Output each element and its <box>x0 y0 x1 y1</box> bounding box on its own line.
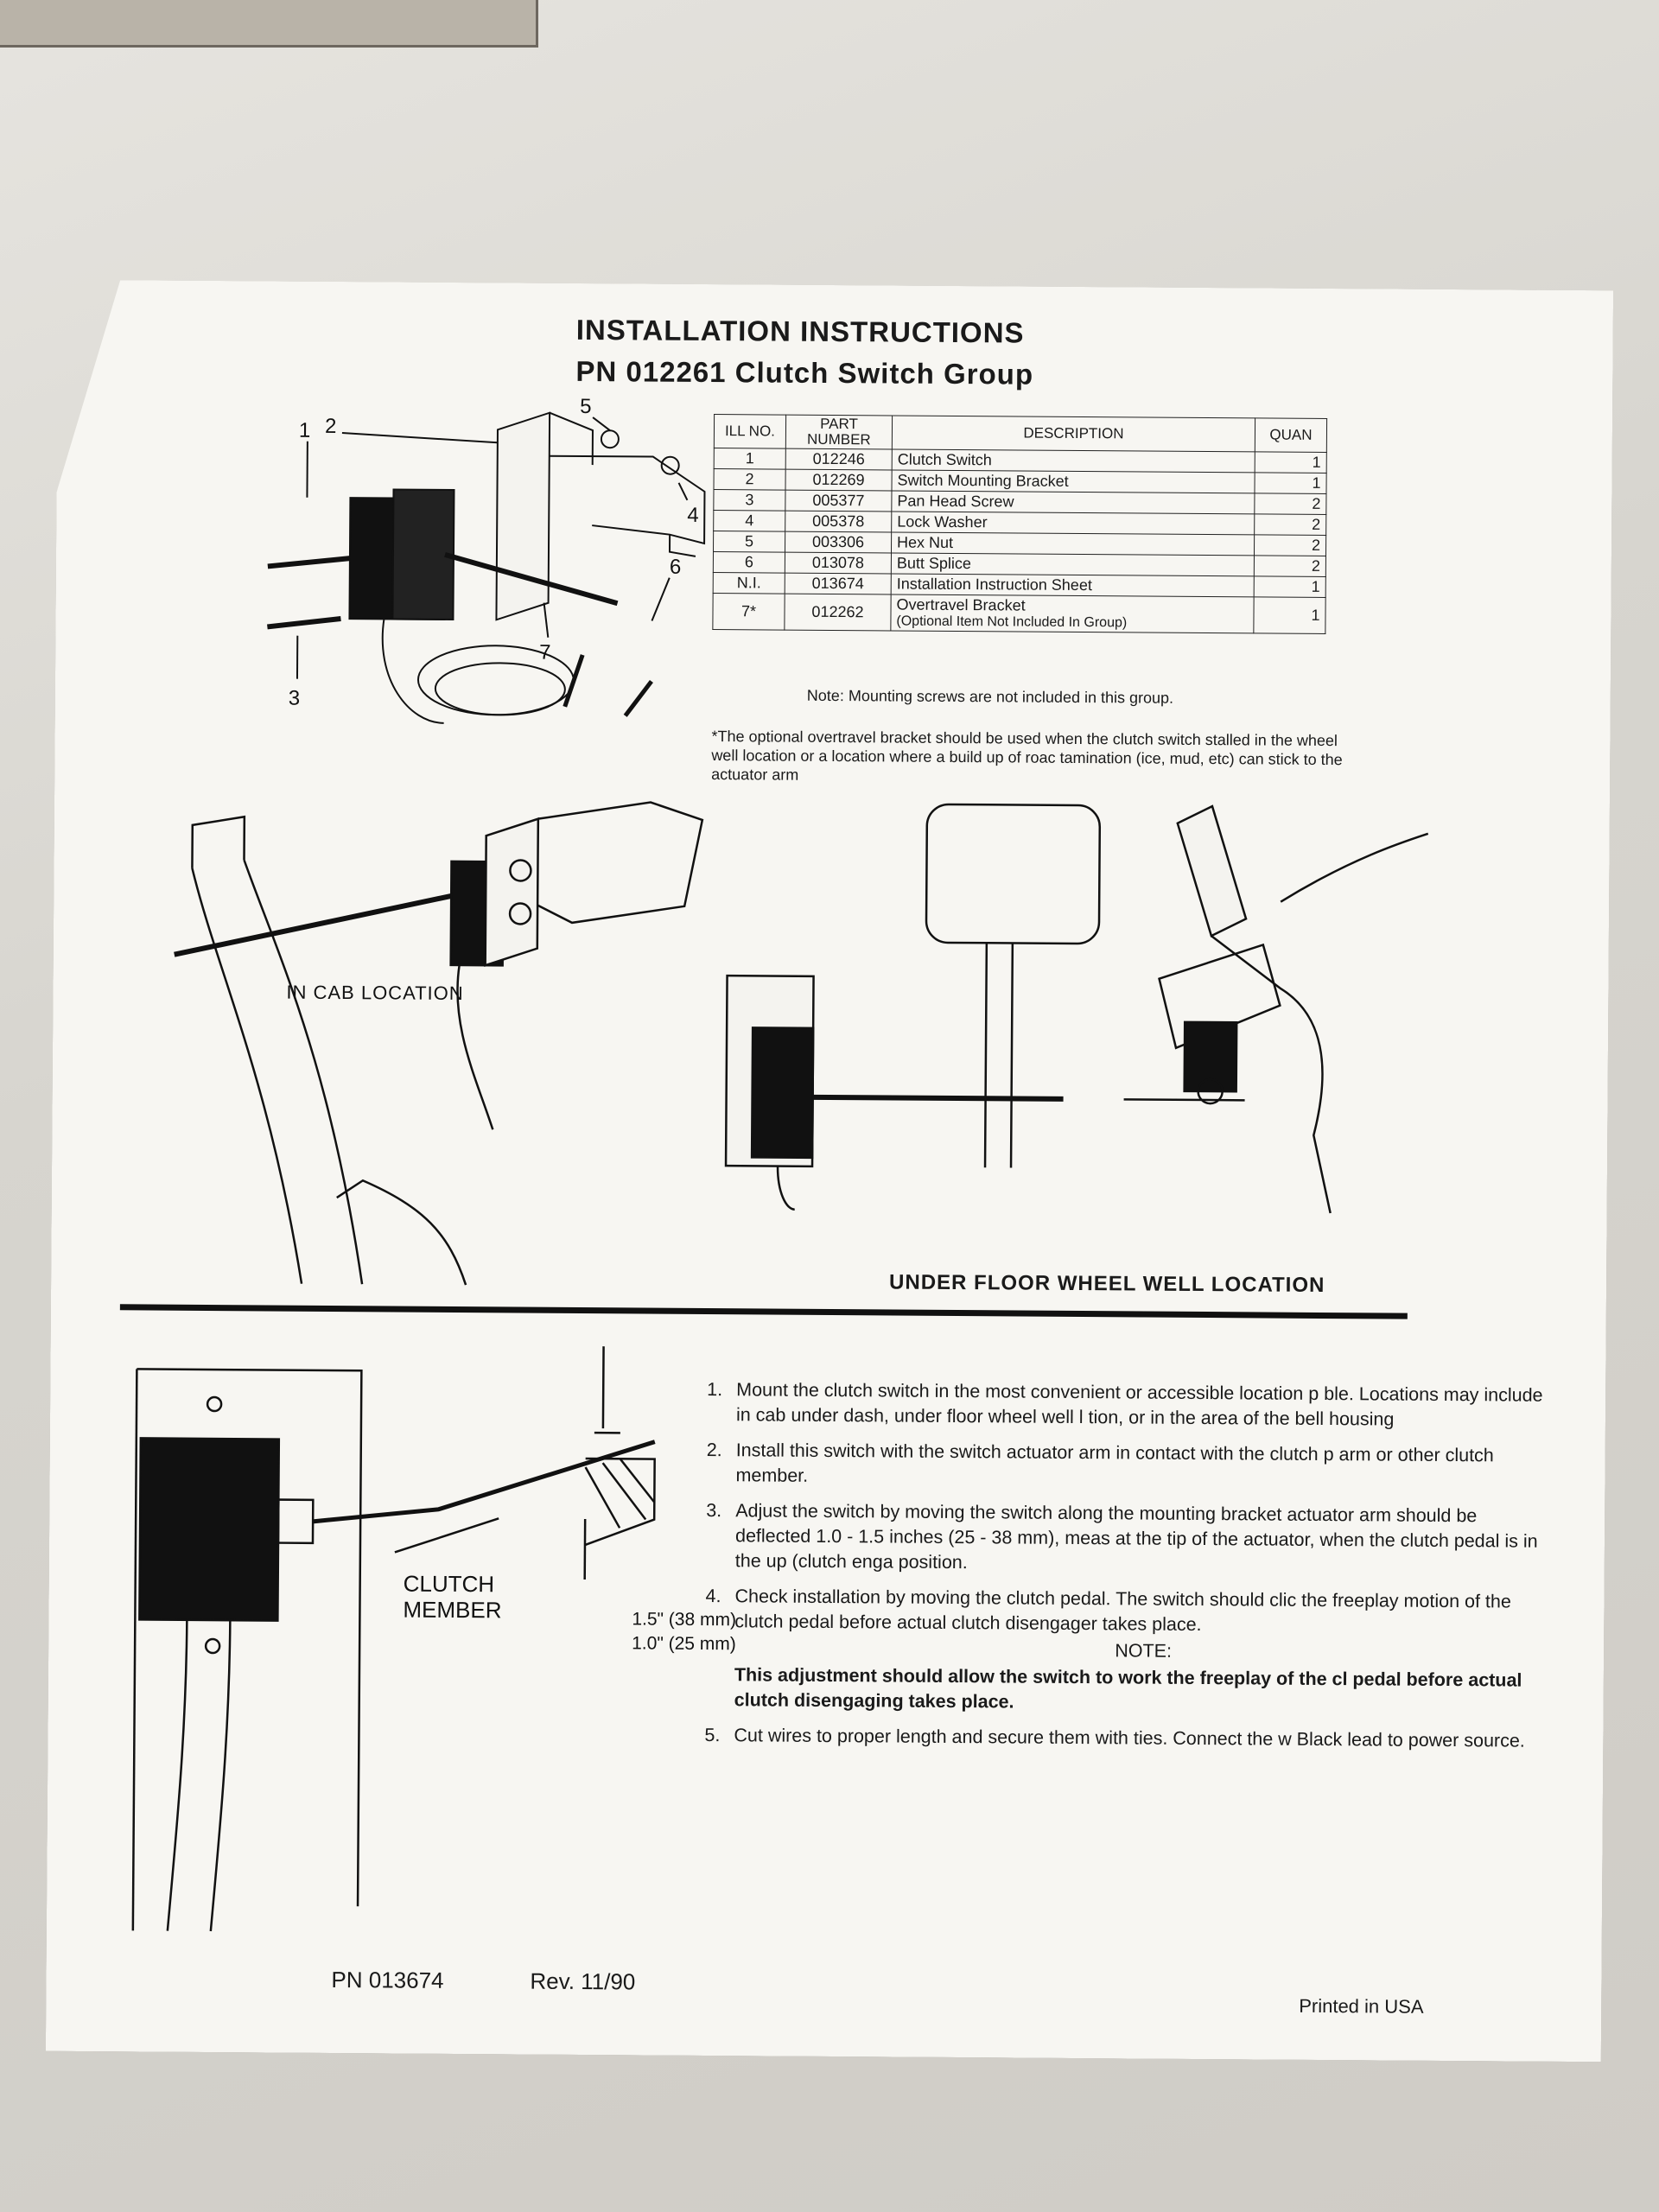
optional-item-note: (Optional Item Not Included In Group) <box>896 613 1128 631</box>
col-description: DESCRIPTION <box>892 416 1255 452</box>
step-note-heading: NOTE: <box>1115 1640 1173 1662</box>
in-cab-figure: IN CAB LOCATION <box>163 799 702 1287</box>
step-4: 4.Check installation by moving the clutc… <box>705 1584 1553 1719</box>
overtravel-note: *The optional overtravel bracket should … <box>711 728 1343 784</box>
under-floor-figure <box>726 803 1437 1214</box>
document-title: INSTALLATION INSTRUCTIONS PN 012261 Clut… <box>575 309 1033 396</box>
title-line-1: INSTALLATION INSTRUCTIONS <box>575 313 1025 349</box>
in-cab-location-label: IN CAB LOCATION <box>286 982 463 1004</box>
exploded-parts-diagram: 1 2 3 4 5 6 7 <box>184 393 757 804</box>
footer-revision: Rev. 11/90 <box>530 1967 636 1995</box>
dimension-min-label: 1.0" (25 mm) <box>632 1633 736 1654</box>
mounting-screws-note: Note: Mounting screws are not included i… <box>806 686 1174 707</box>
footer-printed: Printed in USA <box>1299 1994 1424 2018</box>
col-ill-no: ILL NO. <box>714 415 785 449</box>
callout-3: 3 <box>289 687 301 710</box>
clutch-label-line2: MEMBER <box>403 1597 501 1624</box>
callout-5: 5 <box>580 395 592 418</box>
clutch-member-detail-figure: CLUTCH MEMBER 1.5" (38 mm) 1.0" (25 mm) <box>133 1343 760 1935</box>
dimension-max-label: 1.5" (38 mm) <box>632 1609 736 1630</box>
title-line-2: PN 012261 Clutch Switch Group <box>575 354 1034 391</box>
section-divider <box>120 1304 1408 1319</box>
parts-table: ILL NO. PART NUMBER DESCRIPTION QUAN 1 0… <box>712 414 1327 634</box>
step-5: 5.Cut wires to proper length and secure … <box>704 1725 1525 1751</box>
footer-part-number: PN 013674 <box>331 1966 444 1993</box>
callout-1: 1 <box>299 419 311 442</box>
cardboard-box-edge <box>0 0 538 48</box>
col-quantity: QUAN <box>1255 418 1326 453</box>
callout-2: 2 <box>325 415 337 438</box>
installation-steps: 1.Mount the clutch switch in the most co… <box>704 1377 1554 1764</box>
callout-7: 7 <box>539 641 551 664</box>
step-note-body: This adjustment should allow the switch … <box>734 1664 1522 1713</box>
table-row: 7* 012262 Overtravel Bracket (Optional I… <box>713 594 1325 634</box>
step-1: 1.Mount the clutch switch in the most co… <box>707 1379 1543 1430</box>
callout-6: 6 <box>670 556 682 579</box>
step-2: 2.Install this switch with the switch ac… <box>706 1440 1494 1486</box>
clutch-label-line1: CLUTCH <box>404 1571 495 1598</box>
under-floor-location-label: UNDER FLOOR WHEEL WELL LOCATION <box>889 1270 1325 1298</box>
step-3: 3.Adjust the switch by moving the switch… <box>706 1500 1538 1573</box>
instruction-sheet: INSTALLATION INSTRUCTIONS PN 012261 Clut… <box>46 280 1613 2063</box>
callout-4: 4 <box>687 504 699 527</box>
col-part-number: PART NUMBER <box>785 415 892 449</box>
